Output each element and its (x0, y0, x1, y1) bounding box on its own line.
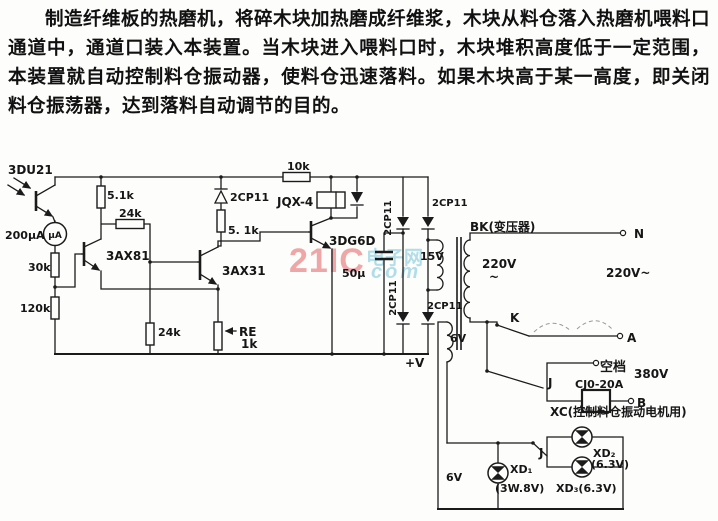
label-24k-top: 24k (119, 207, 142, 220)
label-50u: 50μ (342, 267, 365, 280)
light-arrows-icon (7, 177, 32, 196)
resistor-30k (50, 252, 60, 278)
label-switch-j-lamp: J (538, 446, 543, 460)
terminal-idle (592, 359, 600, 367)
label-xd3-spec: XD₃(6.3V) (556, 482, 616, 495)
terminal-b (627, 397, 635, 405)
label-xc-note: XC(控制料仓振动电机用) (550, 404, 687, 419)
relay-jqx4-symbol (316, 191, 346, 209)
label-3ax31: 3AX31 (222, 264, 266, 278)
transistor-3dg6d-symbol (308, 217, 332, 249)
label-120k: 120k (20, 302, 51, 315)
label-idle: 空档 (600, 359, 626, 375)
label-6v-winding: 6V (450, 332, 467, 345)
label-xd1-spec: (3W.8V) (495, 482, 544, 495)
label-2cp11-left: 2CP11 (230, 191, 269, 204)
switch-k-blade (495, 320, 614, 337)
resistor-5k1-mid (216, 209, 226, 233)
label-jqx4: JQX-4 (276, 195, 313, 209)
label-24k-bottom: 24k (158, 326, 181, 339)
label-2cp11-br1: 2CP11 (383, 200, 394, 236)
capacitor-50u-symbol (375, 250, 393, 261)
label-re-value: 1k (241, 337, 258, 351)
transistor-3ax81-symbol (81, 238, 102, 271)
diode-2cp11-left-symbol (213, 188, 229, 204)
terminal-a (616, 332, 624, 340)
label-re: RE (239, 325, 256, 339)
label-30k: 30k (28, 261, 51, 274)
label-xd2: XD₂ (593, 447, 616, 460)
photo-transistor-symbol (34, 184, 56, 223)
indicator-lamp-xd3 (571, 456, 593, 478)
label-meter-unit: μA (48, 231, 62, 241)
label-5k1-mid: 5. 1k (228, 224, 259, 237)
label-5k1-left: 5.1k (107, 189, 134, 202)
resistor-24k-top (115, 218, 145, 230)
label-vplus: +V (405, 356, 425, 370)
transistor-3ax31-symbol (197, 246, 219, 285)
label-terminal-n: N (634, 227, 644, 241)
potentiometer-re (213, 321, 237, 351)
label-2cp11-br3: 2CP11 (388, 280, 399, 316)
label-10k: 10k (287, 160, 310, 173)
switch-j-lamp-blade (531, 441, 548, 457)
circuit-wiring (53, 175, 629, 510)
label-meter-range: 200μA (5, 229, 45, 242)
intro-paragraph: 制造纤维板的热磨机，将碎木块加热磨成纤维浆，木块从料仓落入热磨机喂料口通道中，通… (8, 8, 711, 116)
transformer-bk-symbol (436, 237, 471, 363)
label-contactor: CJ0-20A (575, 378, 624, 391)
label-switch-k: K (510, 311, 520, 325)
label-220v-mains: 220V~ (606, 266, 650, 280)
microammeter-symbol (42, 221, 68, 247)
label-2cp11-br4: 2CP11 (427, 301, 463, 312)
indicator-lamp-xd1 (487, 462, 509, 484)
diode-freewheel-symbol (350, 192, 364, 206)
contactor-cj0-20a-symbol (580, 388, 612, 414)
label-xd1: XD₁ (510, 463, 533, 476)
terminal-n (619, 229, 627, 237)
resistor-24k-bottom (145, 322, 155, 346)
label-380v: 380V (634, 367, 669, 381)
indicator-lamp-xd2 (571, 426, 593, 448)
label-terminal-b: B (637, 396, 646, 410)
label-3du21: 3DU21 (8, 163, 53, 177)
label-switch-j-upper: J (547, 376, 552, 390)
resistor-10k (282, 171, 311, 183)
label-bk-transformer: BK(变压器) (470, 219, 535, 234)
label-220v-tilde: ~ (489, 270, 499, 284)
label-220v-primary: 220V (482, 257, 517, 271)
switch-j-upper-blade (485, 369, 544, 389)
label-3ax81: 3AX81 (106, 249, 150, 263)
label-xd2-spec: (6.3V) (591, 458, 629, 471)
resistor-5k1-left (96, 185, 106, 209)
label-terminal-a: A (627, 331, 637, 345)
label-15v-winding: 15V (420, 250, 444, 263)
diode-bridge-symbols (396, 217, 435, 325)
label-3dg6d: 3DG6D (329, 234, 376, 248)
label-2cp11-br2: 2CP11 (432, 198, 468, 209)
label-6v-lamp: 6V (446, 471, 463, 484)
resistor-120k (50, 296, 60, 320)
